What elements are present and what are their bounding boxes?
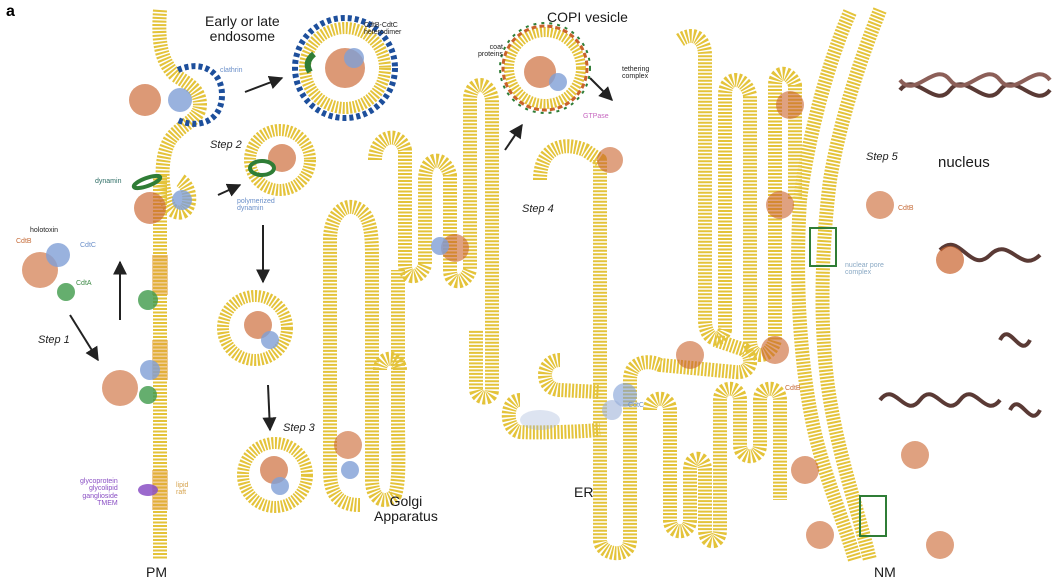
coat-proteins-label: coat proteins	[478, 44, 503, 59]
er-label: ER	[574, 485, 593, 500]
step-3-label: Step 3	[283, 423, 315, 435]
clathrin-coated-pit	[129, 66, 222, 124]
copi-vesicle	[500, 23, 590, 113]
cdtb-label: CdtB	[16, 238, 32, 245]
dynamin-bud	[132, 173, 192, 224]
vesicle-step2	[250, 130, 310, 190]
gtpase-label: GTPase	[583, 113, 609, 120]
vesicle-step3-a	[223, 296, 287, 360]
copi-vesicle-label: COPI vesicle	[547, 10, 628, 25]
nucleus-label: nucleus	[938, 155, 990, 171]
cdtc-er-label: CdtC	[628, 402, 644, 409]
heterodimer-label: CdtB-CdtC heterodimer	[364, 22, 401, 37]
vesicle-step3-b	[243, 443, 307, 507]
holotoxin-label: holotoxin	[30, 227, 58, 234]
cdtc-label: CdtC	[80, 242, 96, 249]
step-2-label: Step 2	[210, 140, 242, 152]
cdtb-er-label: CdtB	[785, 385, 801, 392]
cdtb-step5-label: CdtB	[898, 205, 914, 212]
dna-helices	[880, 74, 1050, 416]
panel-label: a	[6, 4, 15, 21]
receptor-label: glycoprotein glycolipid ganglioside TMEM	[80, 478, 118, 507]
golgi-label: Golgi Apparatus	[374, 494, 438, 523]
lipid-raft-label: lipid raft	[176, 482, 188, 497]
cdta-label: CdtA	[76, 280, 92, 287]
step-5-label: Step 5	[866, 152, 898, 164]
endosome-label: Early or late endosome	[205, 14, 280, 43]
step-4-label: Step 4	[522, 204, 554, 216]
clathrin-label: clathrin	[220, 67, 243, 74]
tethering-complex-label: tethering complex	[622, 66, 649, 81]
pm-label: PM	[146, 565, 167, 580]
nuclear-pore-label: nuclear pore complex	[845, 262, 884, 277]
polymerized-dynamin-label: polymerized dynamin	[237, 198, 275, 213]
nm-label: NM	[874, 565, 896, 580]
dynamin-label: dynamin	[95, 178, 121, 185]
endoplasmic-reticulum	[509, 36, 795, 553]
step-1-label: Step 1	[38, 335, 70, 347]
